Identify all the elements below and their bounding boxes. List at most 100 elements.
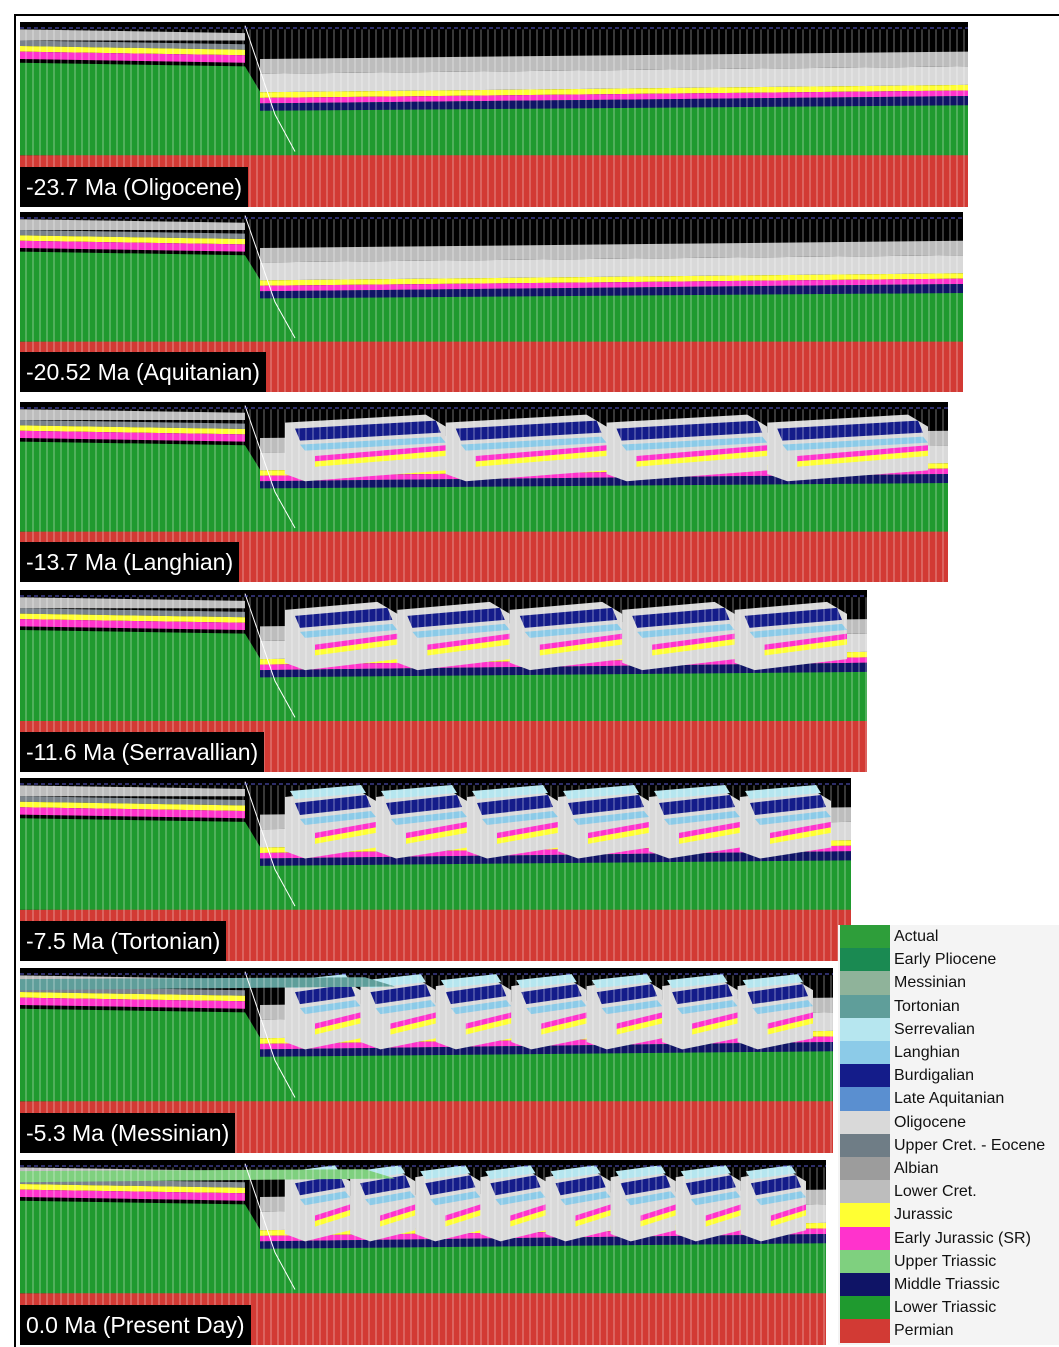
jurassic-sheet-layer [465,1017,512,1035]
legend-swatch [840,1319,890,1343]
early-jurassic-sheet-layer [770,821,831,839]
pliocene-wedge [20,1169,395,1183]
legend-label: Middle Triassic [894,1276,1000,1293]
legend-swatch [840,1296,890,1320]
burdigalian-layer [659,794,735,815]
burdigalian-layer [386,794,462,815]
early-jurassic-sheet-layer [539,633,623,651]
fault-line [244,405,296,529]
figure-frame [14,14,1059,1347]
legend-item: Early Jurassic (SR) [838,1226,1059,1250]
burdigalian-layer [777,420,923,441]
langhian-layer [664,810,740,825]
legend-label: Jurassic [894,1206,953,1224]
permian-layer [20,528,948,582]
middle-triassic-layer [260,851,851,866]
cross-section-panel: -20.52 Ma (Aquitanian) [20,212,963,392]
legend-swatch [840,971,890,995]
jurassic-layer [20,46,245,56]
early-jurassic-layer [20,430,245,442]
cross-section-panel: 0.0 Ma (Present Day) [20,1160,826,1345]
serrevalian-layer [290,784,366,799]
legend-item: Lower Triassic [838,1296,1059,1320]
legend-item: Upper Cret. - Eocene [838,1133,1059,1157]
legend-item: Serrevalian [838,1017,1059,1041]
early-jurassic-sheet-layer [465,1012,512,1030]
burdigalian-layer [477,794,553,815]
early-jurassic-sheet-layer [315,1012,361,1030]
early-jurassic-sheet-layer [640,1204,676,1222]
serrevalian-layer [745,1165,796,1180]
jurassic-sheet-layer [588,827,649,844]
serrevalian-layer [381,784,457,799]
legend-swatch [840,1157,890,1181]
jurassic-sheet-layer [475,450,607,467]
serrevalian-layer [440,974,502,989]
early-jurassic-sheet-layer [588,821,649,839]
langhian-layer [412,623,510,638]
cross-section-panel: -11.6 Ma (Serravallian) [20,590,867,772]
jurassic-layer [20,1184,245,1194]
early-jurassic-sheet-layer [427,633,510,651]
fault-line [244,25,296,152]
cross-section-panel: -7.5 Ma (Tortonian) [20,778,851,961]
jurassic-layer [20,801,245,811]
jurassic-layer [20,992,245,1002]
early-jurassic-sheet-layer [797,445,928,462]
early-jurassic-sheet-layer [679,821,740,839]
legend-label: Albian [894,1160,939,1177]
cross-section-graphic [20,971,833,1153]
jurassic-sheet-layer [636,450,768,467]
legend-item: Late Aquitanian [838,1087,1059,1111]
jurassic-sheet-layer [315,1017,361,1035]
burdigalian-layer [425,1175,476,1196]
jurassic-sheet-layer [445,1209,481,1227]
legend-item: Upper Triassic [838,1249,1059,1273]
fault-line [244,971,296,1098]
early-jurassic-sheet-layer [541,1012,587,1030]
langhian-layer [755,1191,806,1206]
jurassic-sheet-layer [770,827,831,844]
burdigalian-layer [445,984,507,1005]
burdigalian-layer [672,984,733,1005]
langhian-layer [560,1191,611,1206]
early-jurassic-sheet-layer [705,1204,741,1222]
legend-item: Permian [838,1319,1059,1343]
upper-cret-eocene-layer [20,420,245,429]
burdigalian-layer [295,607,393,628]
langhian-layer [495,1191,546,1206]
panel-time-label: -7.5 Ma (Tortonian) [20,921,227,961]
legend-label: Early Pliocene [894,951,997,969]
early-jurassic-sheet-layer [652,633,735,651]
oligocene-layer [260,255,963,281]
legend-item: Langhian [838,1041,1059,1065]
cross-section-panel: -13.7 Ma (Langhian) [20,402,948,582]
langhian-layer [391,810,467,825]
langhian-layer [300,623,398,638]
legend-label: Upper Cret. - Eocene [894,1136,1046,1154]
fault-line [244,215,296,339]
burdigalian-layer [370,984,431,1005]
jurassic-sheet-layer [767,1017,813,1035]
langhian-layer [300,1191,351,1206]
legend-swatch [840,1180,890,1204]
langhian-layer [755,810,831,825]
panel-time-label: -11.6 Ma (Serravallian) [20,732,265,772]
langhian-layer [375,1000,436,1015]
legend-swatch [840,1226,890,1250]
cross-section-panel: -23.7 Ma (Oligocene) [20,22,968,207]
jurassic-sheet-layer [539,639,623,656]
legend-item: Albian [838,1157,1059,1181]
langhian-layer [573,810,649,825]
jurassic-layer [20,425,245,435]
jurassic-sheet-layer [640,1209,676,1227]
early-jurassic-layer [20,619,245,631]
early-jurassic-sheet-layer [475,445,607,462]
legend-label: Messinian [894,974,967,992]
legend-label: Late Aquitanian [894,1090,1005,1108]
langhian-layer [637,623,735,638]
burdigalian-layer [750,1175,801,1196]
upper-cret-eocene-layer [20,230,245,239]
cross-section-graphic [20,593,867,772]
